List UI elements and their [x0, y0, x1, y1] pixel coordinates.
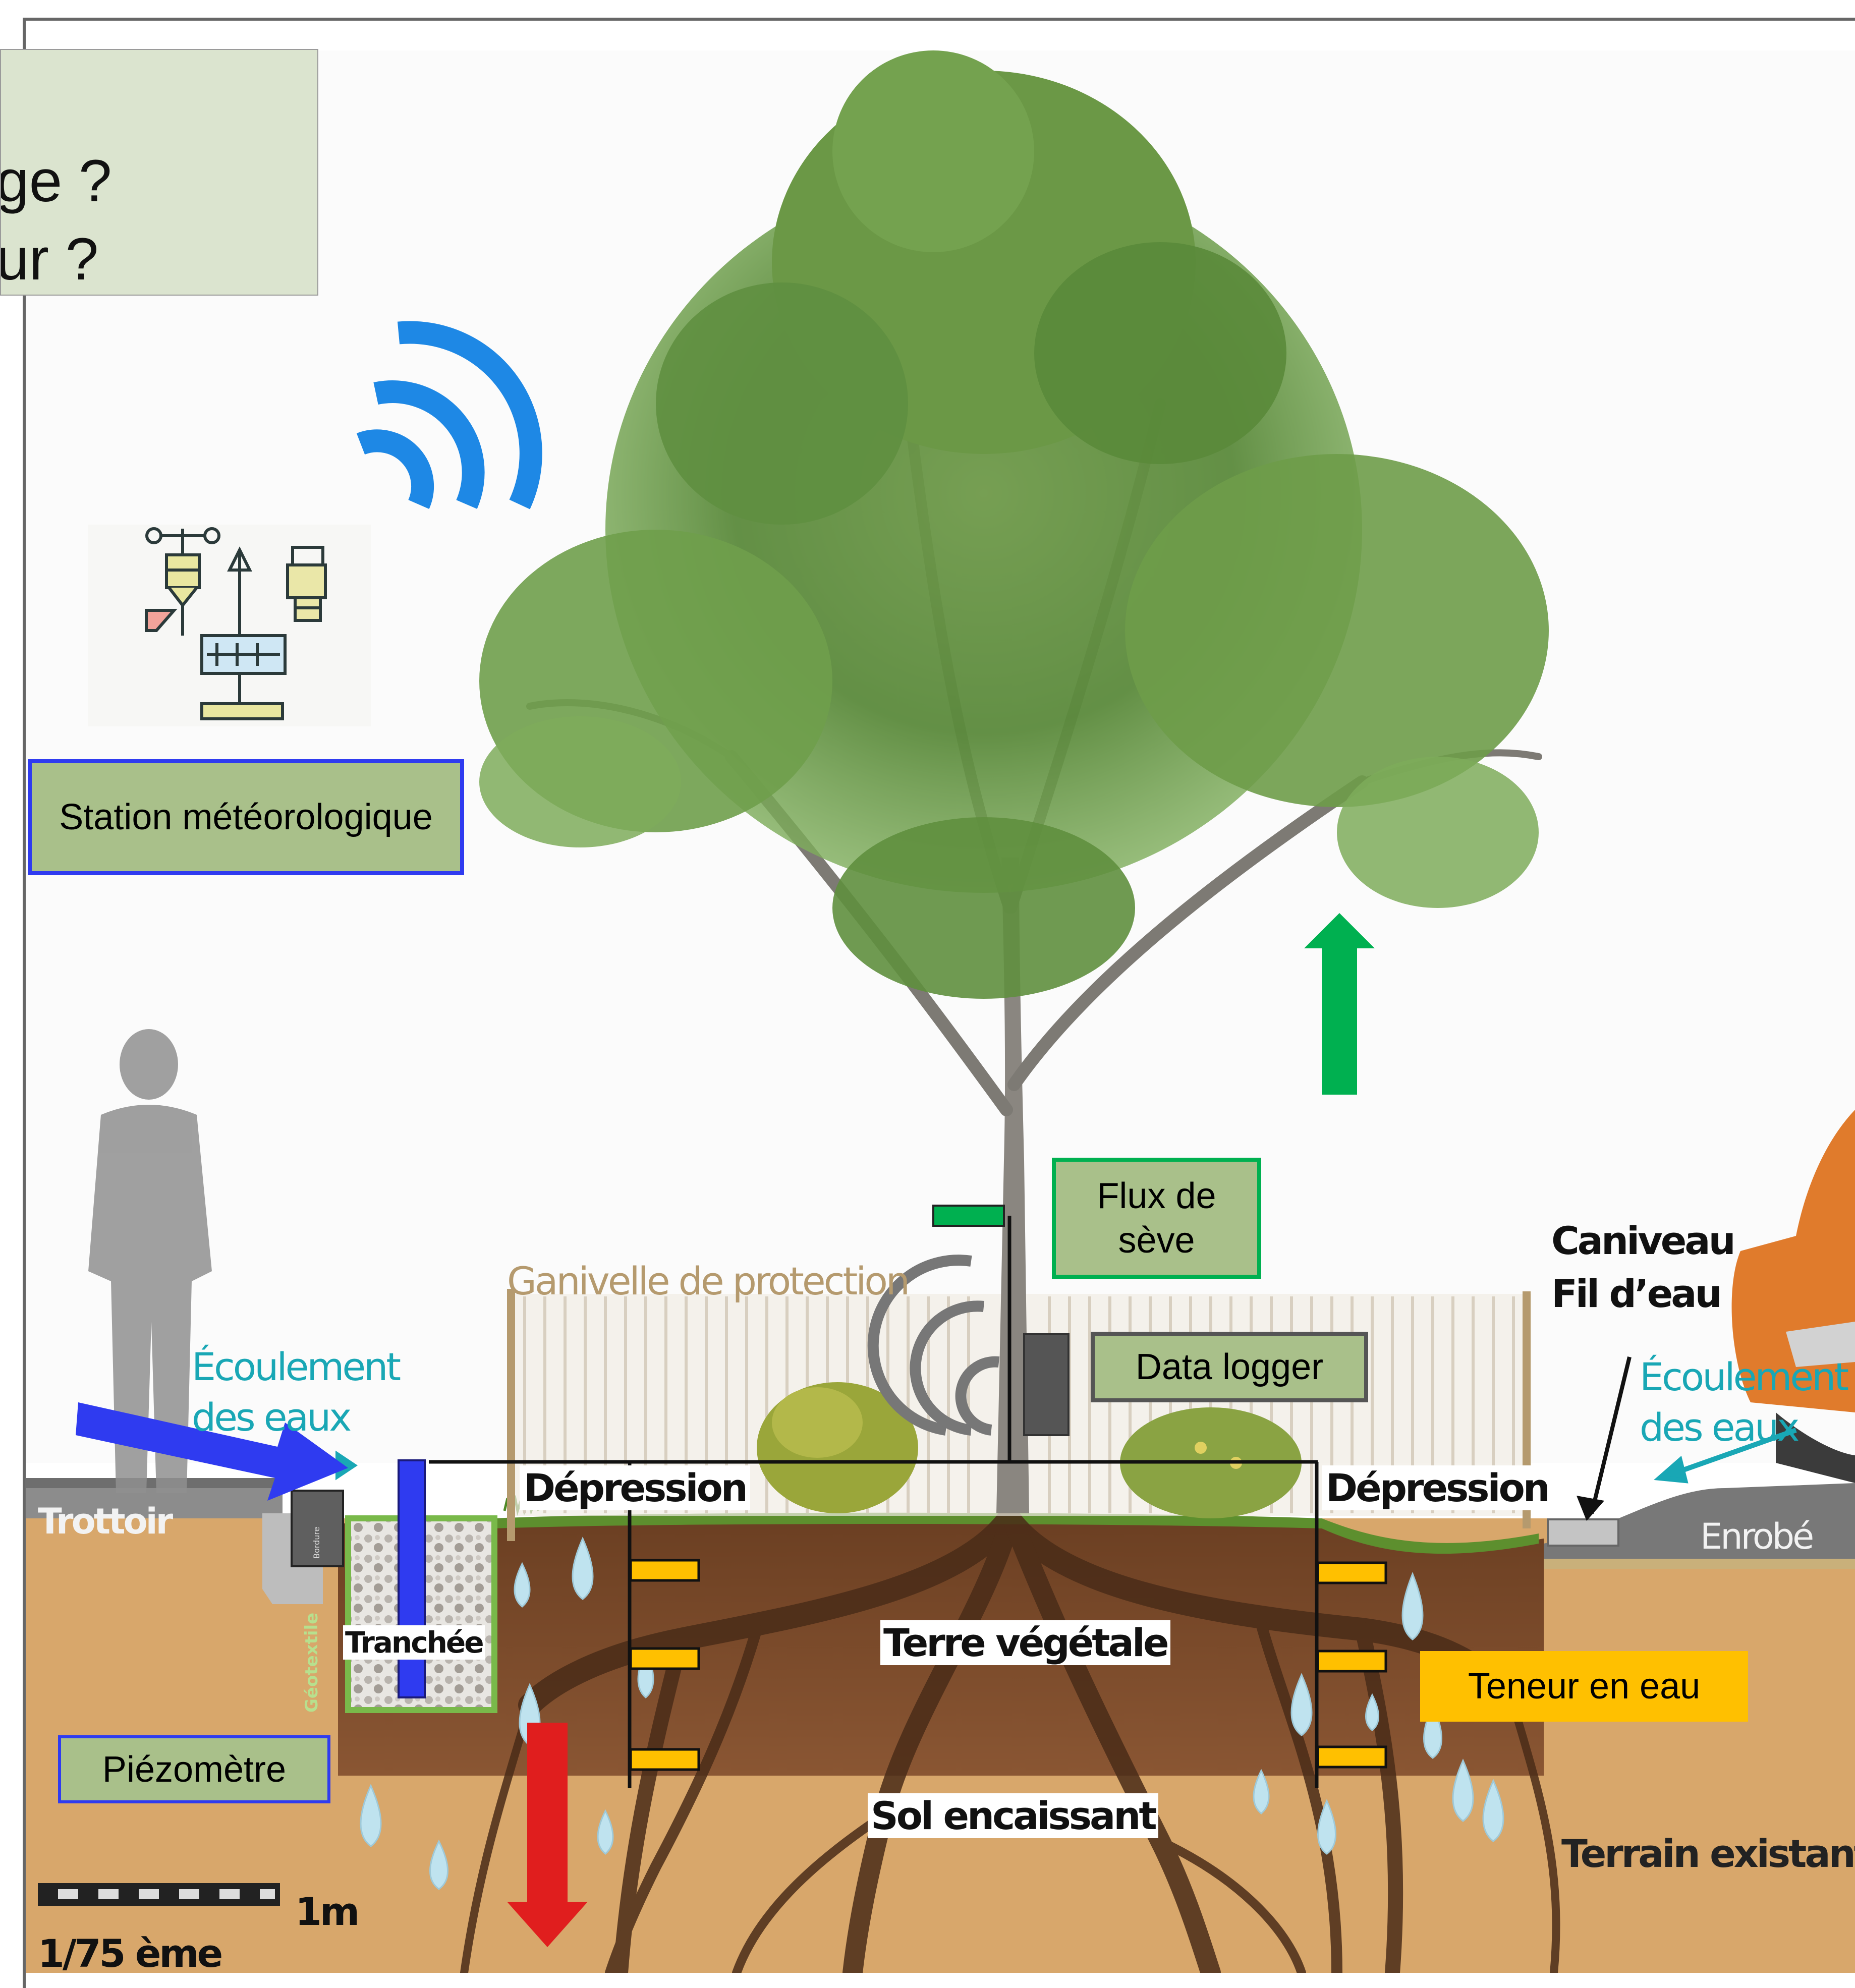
question-line-2: ur ?: [0, 226, 99, 293]
sensor-rails: [429, 1216, 1319, 1788]
asphalt-label: Enrobé: [1700, 1516, 1814, 1557]
gutter-label-line1: Caniveau: [1551, 1218, 1736, 1263]
soil-moisture-sensors: [629, 1559, 1387, 1771]
inflow-arrow: [76, 1402, 348, 1501]
drainage-arrow: [507, 1723, 588, 1947]
logger-signal-icon: [867, 1255, 1000, 1436]
asphalt-surface: [1544, 1483, 1855, 1559]
gutter-label-line2: Fil d’eau: [1551, 1271, 1722, 1316]
piezometer-label: Piézomètre: [58, 1735, 330, 1803]
piezometer-tube: [398, 1459, 426, 1698]
water-content-label: Teneur en eau: [1420, 1651, 1748, 1722]
person-silhouette: [88, 1029, 212, 1493]
scale-bar: [38, 1883, 280, 1906]
data-logger-box: [1023, 1333, 1070, 1436]
grass-strip: [494, 1512, 1539, 1554]
tree-illustration: [479, 50, 1549, 1513]
sidewalk-label: Trottoir: [38, 1501, 173, 1542]
sap-flow-sensor: [932, 1205, 1005, 1227]
wireless-signal-icon: [356, 321, 542, 509]
question-line-1: ge ?: [0, 148, 112, 214]
sidewalk-surface: [26, 1483, 283, 1518]
scale-unit-label: 1m: [295, 1889, 360, 1934]
topsoil-label: Terre végétale: [880, 1620, 1170, 1665]
data-logger-label: Data logger: [1091, 1332, 1368, 1402]
depression-label-right: Dépression: [1322, 1465, 1552, 1510]
trench-label: Tranchée: [343, 1625, 485, 1660]
gutter-block: [1547, 1518, 1619, 1547]
flow-label-right: Écoulement des eaux: [1640, 1354, 1849, 1450]
scale-ratio-label: 1/75 ème: [38, 1931, 223, 1976]
curb-label: Bordure: [312, 1526, 321, 1559]
subsoil-label: Sol encaissant: [868, 1793, 1158, 1838]
weather-station-icon: [88, 525, 371, 726]
transpiration-arrow: [1304, 913, 1375, 1095]
geotextile-label: Géotextile: [302, 1612, 322, 1713]
flow-label-left: Écoulement des eaux: [192, 1344, 401, 1440]
question-box: ge ? ur ?: [0, 49, 318, 296]
depression-label-left: Dépression: [520, 1465, 750, 1510]
curb-block: [291, 1490, 344, 1567]
existing-ground-label: Terrain existant: [1561, 1831, 1855, 1876]
sap-flow-label: Flux de sève: [1052, 1158, 1261, 1279]
diagram-frame: [23, 18, 1855, 1988]
weather-station-label: Station météorologique: [28, 759, 464, 875]
fence-label: Ganivelle de protection: [507, 1259, 910, 1303]
